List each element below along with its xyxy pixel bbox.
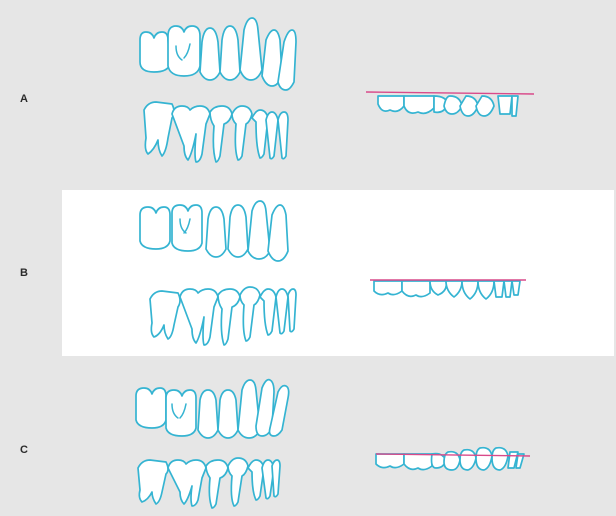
panel-b-occlusal-view-icon: [370, 280, 526, 299]
panel-a-lower-arch-icon: [144, 102, 288, 162]
panel-a-upper-arch-icon: [140, 18, 296, 90]
panel-a-drawing: [0, 0, 616, 184]
panel-c-drawing: [0, 368, 616, 516]
panel-b-drawing: [0, 187, 616, 359]
panel-a-occlusal-plane-line: [366, 92, 534, 94]
panel-b: B: [0, 187, 616, 359]
panel-c-upper-arch-icon: [136, 380, 289, 438]
panel-c: C: [0, 368, 616, 516]
panel-a: A: [0, 0, 616, 184]
panel-c-occlusal-view-icon: [376, 448, 530, 470]
panel-c-lower-arch-icon: [138, 458, 280, 508]
panel-a-occlusal-view-icon: [366, 92, 534, 116]
panel-b-lower-arch-icon: [150, 287, 296, 345]
panel-b-upper-arch-icon: [140, 201, 288, 261]
